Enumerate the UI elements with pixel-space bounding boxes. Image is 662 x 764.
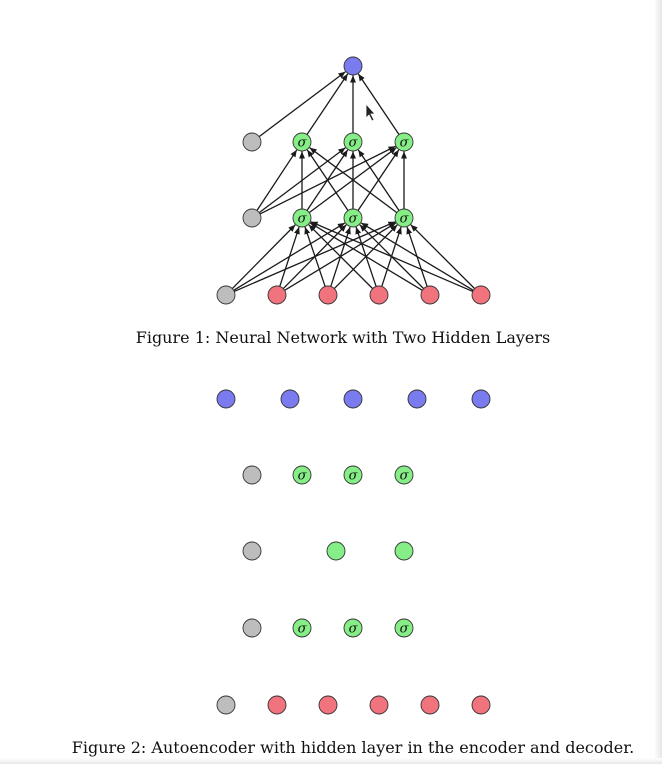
fig1-output-node: [343, 56, 363, 76]
fig2-input-node: [318, 695, 338, 715]
edge-arrow: [306, 149, 349, 211]
edge-arrow: [357, 149, 400, 211]
fig1-hidden1-node: σ: [394, 208, 414, 228]
fig2-bias-node-input: [216, 695, 236, 715]
sigma-label: σ: [298, 212, 308, 227]
fig2-input-node: [369, 695, 389, 715]
page-bottom-shadow: [0, 758, 662, 764]
fig2-encoder-node: σ: [394, 618, 414, 638]
fig1-input-node: [471, 285, 491, 305]
fig1-hidden1-node: σ: [292, 208, 312, 228]
edge-arrow: [279, 226, 300, 287]
edge-arrow: [309, 147, 398, 214]
edge-arrow: [310, 221, 473, 293]
sigma-label: σ: [400, 469, 410, 484]
page-edge-shadow: [654, 0, 662, 764]
edge-arrow: [231, 224, 296, 290]
fig2-encoder-node: σ: [343, 618, 363, 638]
fig1-hidden2-node: σ: [394, 132, 414, 152]
edge-arrow: [304, 226, 326, 287]
edge-arrow: [309, 222, 423, 291]
edge-arrow: [308, 224, 374, 290]
sigma-label: σ: [349, 622, 359, 637]
fig1-input-node: [369, 285, 389, 305]
fig2-input-node: [420, 695, 440, 715]
edge-arrow: [360, 222, 474, 291]
edge-arrow: [357, 73, 400, 135]
figure-2-caption: Figure 2: Autoencoder with hidden layer …: [71, 738, 635, 757]
fig2-code-node: [394, 541, 414, 561]
fig2-code-node: [326, 541, 346, 561]
fig1-hidden2-node: σ: [343, 132, 363, 152]
sigma-label: σ: [400, 136, 410, 151]
fig2-output-node: [216, 389, 236, 409]
fig1-bias-node-hidden2: [242, 132, 262, 152]
fig1-input-node: [420, 285, 440, 305]
edge-arrow: [306, 73, 349, 135]
fig2-bias-node-code: [242, 541, 262, 561]
sigma-label: σ: [400, 622, 410, 637]
edge-arrow: [256, 149, 298, 211]
fig2-output-node: [471, 389, 491, 409]
sigma-label: σ: [349, 212, 359, 227]
sigma-label: σ: [349, 469, 359, 484]
fig2-bias-node-encoder: [242, 618, 262, 638]
fig2-output-node: [407, 389, 427, 409]
edge-arrow: [410, 224, 476, 290]
fig1-input-node: [267, 285, 287, 305]
fig1-hidden1-node: σ: [343, 208, 363, 228]
nodes-group: σ σ σ σ σ σ σ σ σ σ σ σ: [216, 56, 491, 715]
fig2-input-node: [471, 695, 491, 715]
fig2-bias-node-decoder: [242, 465, 262, 485]
fig1-input-node: [318, 285, 338, 305]
fig2-decoder-node: σ: [292, 465, 312, 485]
sigma-label: σ: [298, 136, 308, 151]
fig2-decoder-node: σ: [394, 465, 414, 485]
edge-arrow: [258, 71, 346, 138]
fig2-decoder-node: σ: [343, 465, 363, 485]
sigma-label: σ: [349, 136, 359, 151]
fig2-input-node: [267, 695, 287, 715]
fig1-bias-node-hidden1: [242, 208, 262, 228]
fig2-output-node: [280, 389, 300, 409]
figure-1-caption: Figure 1: Neural Network with Two Hidden…: [135, 328, 551, 347]
sigma-label: σ: [298, 622, 308, 637]
fig1-bias-node-input: [216, 285, 236, 305]
fig1-hidden2-node: σ: [292, 132, 312, 152]
sigma-label: σ: [400, 212, 410, 227]
fig2-encoder-node: σ: [292, 618, 312, 638]
sigma-label: σ: [298, 469, 308, 484]
fig2-output-node: [343, 389, 363, 409]
mouse-cursor-icon: [365, 102, 376, 122]
edges-group: [231, 71, 476, 293]
